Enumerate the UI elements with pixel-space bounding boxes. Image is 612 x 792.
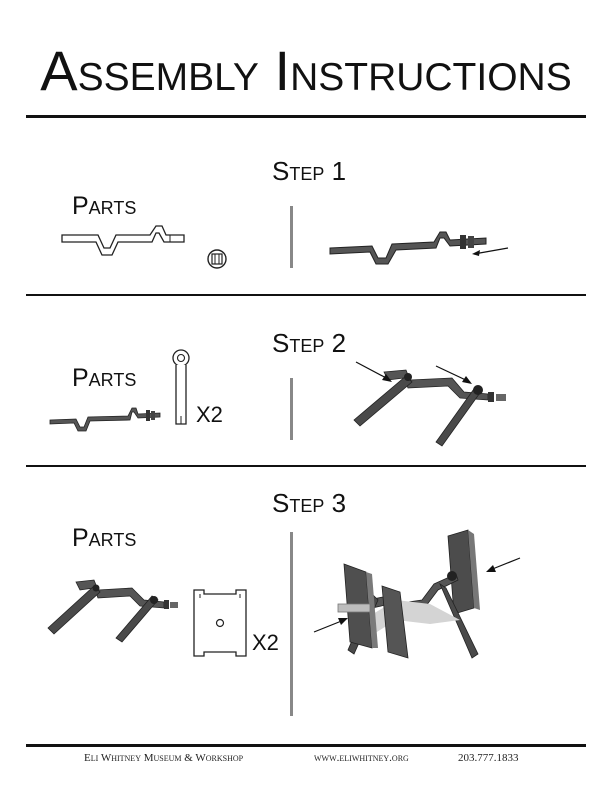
step-2-link-part-drawing <box>172 349 190 425</box>
footer-organization: Eli Whitney Museum & Workshop <box>84 752 244 764</box>
step-2-heading: Step 2 <box>272 328 347 358</box>
step-3-parts-label: Parts <box>72 524 137 552</box>
footer-website-link[interactable]: www.eliwhitney.org <box>314 752 409 764</box>
step-1-divider <box>290 206 293 268</box>
title-divider <box>26 115 586 118</box>
step-2-result-drawing <box>353 361 506 447</box>
step-1-crank-wire-drawing <box>61 225 185 256</box>
step-2-quantity: X2 <box>196 402 223 427</box>
page-title: Assembly Instructions <box>40 39 572 102</box>
step-1-parts-label: Parts <box>72 192 137 220</box>
step-2-bottom-divider <box>26 465 586 467</box>
footer: Eli Whitney Museum & Workshop www.eliwhi… <box>0 752 612 772</box>
step-2-crank-assembly-drawing <box>49 407 161 432</box>
step-1-bottom-divider <box>26 294 586 296</box>
step-1-result-drawing <box>329 231 509 265</box>
step-3-result-drawing <box>313 529 521 659</box>
step-3-heading: Step 3 <box>272 488 347 518</box>
step-3-divider <box>290 532 293 716</box>
step-3-quantity: X2 <box>252 630 279 655</box>
step-1-heading: Step 1 <box>272 156 347 186</box>
step-3-side-plate-drawing <box>193 589 247 657</box>
step-3-frame-assembly-drawing <box>47 579 178 643</box>
footer-divider <box>26 744 586 747</box>
step-2-parts-label: Parts <box>72 364 137 392</box>
step-1-nut-drawing <box>207 249 227 269</box>
footer-phone: 203.777.1833 <box>458 752 519 764</box>
step-2-divider <box>290 378 293 440</box>
